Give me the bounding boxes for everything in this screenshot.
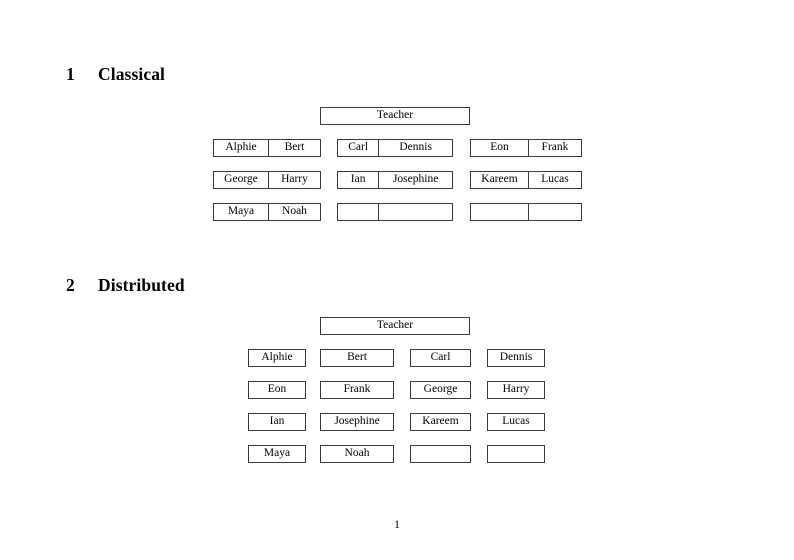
classical-pair-row: Alphie Bert bbox=[213, 139, 321, 157]
student-cell: Eon bbox=[490, 140, 509, 153]
student-cell: Bert bbox=[267, 140, 320, 156]
page-number: 1 bbox=[394, 519, 400, 531]
teacher-box-distributed: Teacher bbox=[320, 317, 470, 335]
teacher-label: Teacher bbox=[376, 108, 414, 121]
student-box: Ian bbox=[248, 413, 306, 431]
section-heading-distributed: 2 Distributed bbox=[66, 275, 185, 296]
student-box: Eon bbox=[248, 381, 306, 399]
student-cell: Noah bbox=[267, 204, 320, 220]
student-cell: Alphie bbox=[225, 140, 257, 153]
student-cell: Dennis bbox=[378, 140, 452, 156]
student-box: Frank bbox=[320, 381, 394, 399]
student-cell-empty bbox=[471, 204, 528, 220]
classical-pair-row: Ian Josephine bbox=[337, 171, 453, 189]
student-box: Alphie bbox=[248, 349, 306, 367]
student-box: Lucas bbox=[487, 413, 545, 431]
section-title: Distributed bbox=[98, 275, 185, 295]
student-box: Maya bbox=[248, 445, 306, 463]
section-number: 2 bbox=[66, 275, 75, 295]
student-cell-empty bbox=[378, 204, 452, 220]
student-cell-empty bbox=[338, 204, 378, 220]
classical-pair-row: Eon Frank bbox=[470, 139, 582, 157]
student-cell: George bbox=[224, 172, 258, 185]
student-cell: Maya bbox=[227, 204, 255, 217]
classical-pair-row-empty bbox=[337, 203, 453, 221]
student-box-empty bbox=[487, 445, 545, 463]
student-cell: Carl bbox=[348, 140, 369, 153]
student-box: George bbox=[410, 381, 471, 399]
teacher-label: Teacher bbox=[376, 318, 414, 331]
student-box: Noah bbox=[320, 445, 394, 463]
student-box: Bert bbox=[320, 349, 394, 367]
student-box: Dennis bbox=[487, 349, 545, 367]
classical-pair-row: George Harry bbox=[213, 171, 321, 189]
classical-pair-row-empty bbox=[470, 203, 582, 221]
classical-pair-row: Maya Noah bbox=[213, 203, 321, 221]
section-number: 1 bbox=[66, 64, 75, 84]
student-box: Carl bbox=[410, 349, 471, 367]
student-cell: Harry bbox=[267, 172, 320, 188]
classical-pair-row: Carl Dennis bbox=[337, 139, 453, 157]
student-cell: Kareem bbox=[481, 172, 518, 185]
student-box: Josephine bbox=[320, 413, 394, 431]
section-heading-classical: 1 Classical bbox=[66, 64, 165, 85]
student-cell: Ian bbox=[350, 172, 366, 185]
section-title: Classical bbox=[98, 64, 166, 84]
student-cell: Lucas bbox=[527, 172, 581, 188]
teacher-box-classical: Teacher bbox=[320, 107, 470, 125]
student-cell-empty bbox=[527, 204, 581, 220]
student-cell: Josephine bbox=[378, 172, 452, 188]
student-cell: Frank bbox=[527, 140, 581, 156]
classical-pair-row: Kareem Lucas bbox=[470, 171, 582, 189]
student-box: Kareem bbox=[410, 413, 471, 431]
student-box-empty bbox=[410, 445, 471, 463]
student-box: Harry bbox=[487, 381, 545, 399]
